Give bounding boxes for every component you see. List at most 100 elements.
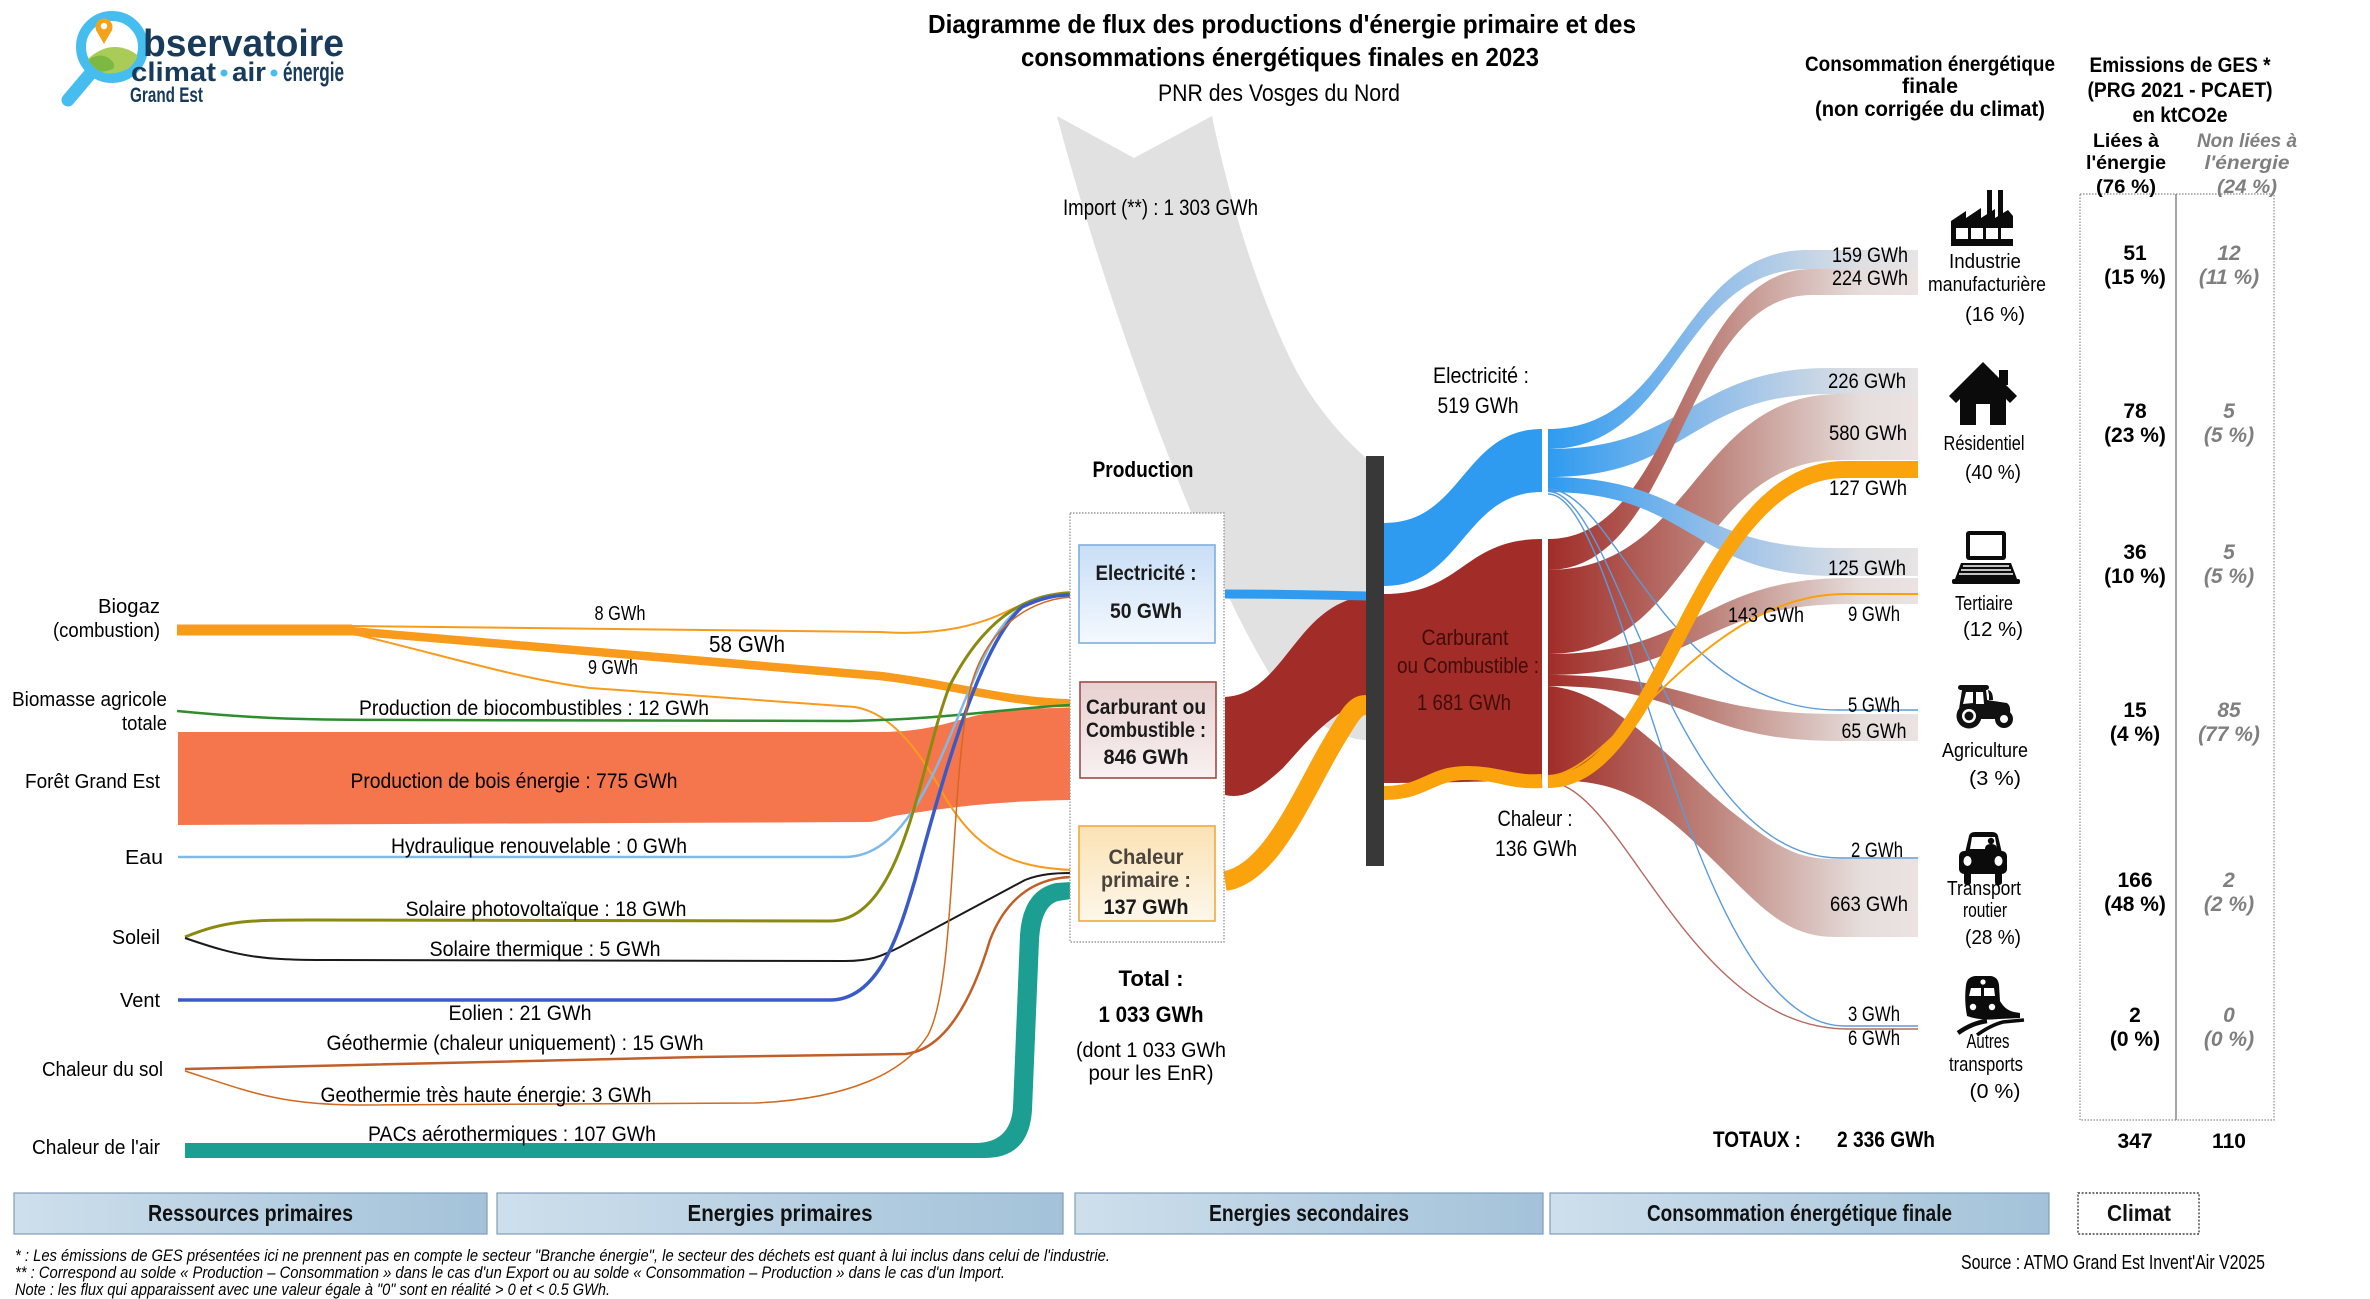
svg-text:143 GWh: 143 GWh xyxy=(1728,604,1804,627)
svg-text:Consommation énergétique final: Consommation énergétique finale xyxy=(1647,1200,1952,1226)
svg-text:36: 36 xyxy=(2123,541,2146,564)
svg-text:519 GWh: 519 GWh xyxy=(1438,393,1519,418)
svg-text:l'énergie: l'énergie xyxy=(2205,153,2290,174)
svg-text:Biogaz: Biogaz xyxy=(98,596,160,618)
svg-text:PNR des Vosges du Nord: PNR des Vosges du Nord xyxy=(1158,80,1400,107)
svg-text:Vent: Vent xyxy=(120,990,160,1012)
svg-text:65 GWh: 65 GWh xyxy=(1842,720,1907,743)
svg-text:Geothermie très haute énergie:: Geothermie très haute énergie: 3 GWh xyxy=(321,1084,652,1107)
svg-text:transports: transports xyxy=(1949,1054,2023,1076)
svg-text:Résidentiel: Résidentiel xyxy=(1944,433,2025,455)
svg-text:224 GWh: 224 GWh xyxy=(1832,267,1908,290)
svg-text:Solaire photovoltaïque : 18 G: Solaire photovoltaïque : 18 GWh xyxy=(406,898,687,921)
svg-text:5: 5 xyxy=(2223,400,2235,423)
svg-text:(5 %): (5 %) xyxy=(2204,565,2254,588)
svg-text:Note : les flux qui apparaisse: Note : les flux qui apparaissent avec un… xyxy=(15,1280,610,1299)
svg-text:Chaleur du sol: Chaleur du sol xyxy=(42,1059,163,1081)
svg-text:Climat: Climat xyxy=(2107,1200,2171,1226)
svg-text:Production de bois énergie :: Production de bois énergie : 775 GWh xyxy=(351,770,678,793)
svg-text:127 GWh: 127 GWh xyxy=(1829,477,1907,500)
svg-text:Total :: Total : xyxy=(1119,966,1184,991)
svg-text:(3 %): (3 %) xyxy=(1969,768,2021,790)
svg-text:Grand Est: Grand Est xyxy=(130,84,203,107)
svg-text:TOTAUX :: TOTAUX : xyxy=(1713,1127,1801,1152)
svg-text:2 GWh: 2 GWh xyxy=(1851,839,1903,862)
svg-text:159 GWh: 159 GWh xyxy=(1832,244,1908,267)
svg-text:(4 %): (4 %) xyxy=(2110,723,2160,746)
svg-text:routier: routier xyxy=(1963,900,2007,922)
svg-text:(40 %): (40 %) xyxy=(1965,462,2021,484)
svg-text:Source : ATMO Grand Est Invent: Source : ATMO Grand Est Invent'Air V2025 xyxy=(1961,1252,2265,1274)
svg-text:Hydraulique renouvelable : 0: Hydraulique renouvelable : 0 GWh xyxy=(391,835,687,858)
svg-text:(16 %): (16 %) xyxy=(1965,304,2025,326)
svg-text:totale: totale xyxy=(122,713,167,735)
svg-text:(76 %): (76 %) xyxy=(2096,177,2156,198)
svg-text:primaire :: primaire : xyxy=(1101,869,1191,892)
svg-text:pour les EnR): pour les EnR) xyxy=(1089,1062,1214,1085)
svg-text:Consommation énergétique: Consommation énergétique xyxy=(1805,53,2055,76)
svg-text:Géothermie (chaleur uniquement: Géothermie (chaleur uniquement) : 15 GWh xyxy=(327,1032,704,1055)
svg-text:Chaleur :: Chaleur : xyxy=(1498,806,1573,831)
svg-text:(28 %): (28 %) xyxy=(1965,927,2021,949)
svg-text:(5 %): (5 %) xyxy=(2204,424,2254,447)
svg-text:(dont 1 033 GWh: (dont 1 033 GWh xyxy=(1076,1039,1226,1062)
svg-text:(77 %): (77 %) xyxy=(2198,723,2260,746)
svg-text:** : Correspond au solde « Pro: ** : Correspond au solde « Production – … xyxy=(15,1263,1005,1282)
svg-text:15: 15 xyxy=(2123,699,2147,722)
svg-text:Non liées à: Non liées à xyxy=(2197,131,2297,152)
svg-text:Import (**) : 1 303 GWh: Import (**) : 1 303 GWh xyxy=(1063,195,1258,220)
svg-text:Chaleur: Chaleur xyxy=(1109,846,1184,869)
svg-text:Chaleur de l'air: Chaleur de l'air xyxy=(32,1137,160,1159)
svg-text:347: 347 xyxy=(2117,1130,2152,1153)
svg-text:(15 %): (15 %) xyxy=(2104,266,2166,289)
svg-text:(11 %): (11 %) xyxy=(2199,266,2259,289)
svg-text:9 GWh: 9 GWh xyxy=(588,657,638,679)
svg-text:consommations énergétiques fin: consommations énergétiques finales en 20… xyxy=(1021,42,1539,72)
svg-text:(combustion): (combustion) xyxy=(53,620,160,642)
svg-text:78: 78 xyxy=(2123,400,2147,423)
svg-text:580 GWh: 580 GWh xyxy=(1829,422,1907,445)
svg-text:(10 %): (10 %) xyxy=(2104,565,2166,588)
svg-text:Electricité :: Electricité : xyxy=(1096,562,1197,585)
svg-text:(24 %): (24 %) xyxy=(2217,177,2277,198)
svg-text:Energies secondaires: Energies secondaires xyxy=(1209,1200,1409,1226)
svg-text:(non corrigée du climat): (non corrigée du climat) xyxy=(1815,98,2045,121)
svg-text:Forêt Grand Est: Forêt Grand Est xyxy=(25,771,160,793)
svg-text:5 GWh: 5 GWh xyxy=(1848,694,1900,717)
svg-text:226 GWh: 226 GWh xyxy=(1828,370,1906,393)
svg-text:Diagramme de flux des producti: Diagramme de flux des productions d'éner… xyxy=(928,9,1636,39)
svg-text:50 GWh: 50 GWh xyxy=(1110,600,1182,623)
svg-text:(2 %): (2 %) xyxy=(2204,893,2254,916)
svg-text:137 GWh: 137 GWh xyxy=(1104,896,1189,919)
svg-text:bservatoire: bservatoire xyxy=(143,23,344,65)
svg-text:Energies primaires: Energies primaires xyxy=(688,1200,873,1226)
svg-text:(0 %): (0 %) xyxy=(2204,1028,2254,1051)
svg-text:85: 85 xyxy=(2217,699,2241,722)
svg-text:136 GWh: 136 GWh xyxy=(1495,836,1577,861)
svg-text:Industrie: Industrie xyxy=(1949,251,2021,273)
svg-text:6 GWh: 6 GWh xyxy=(1848,1027,1900,1050)
svg-text:Ressources primaires: Ressources primaires xyxy=(148,1200,353,1226)
svg-text:Emissions de GES *: Emissions de GES * xyxy=(2090,54,2272,77)
svg-text:(12 %): (12 %) xyxy=(1963,619,2023,641)
svg-text:(23 %): (23 %) xyxy=(2104,424,2166,447)
svg-text:Autres: Autres xyxy=(1967,1031,2010,1053)
svg-text:Liées à: Liées à xyxy=(2093,131,2159,152)
svg-text:ou Combustible :: ou Combustible : xyxy=(1397,653,1539,678)
svg-text:9 GWh: 9 GWh xyxy=(1848,603,1900,626)
svg-text:51: 51 xyxy=(2123,242,2147,265)
svg-text:Combustible :: Combustible : xyxy=(1086,719,1206,742)
svg-text:110: 110 xyxy=(2212,1130,2246,1153)
svg-text:2: 2 xyxy=(2222,869,2235,892)
svg-text:climat: climat xyxy=(131,57,216,87)
svg-text:Tertiaire: Tertiaire xyxy=(1955,593,2013,615)
svg-text:Biomasse agricole: Biomasse agricole xyxy=(12,689,167,711)
svg-text:846 GWh: 846 GWh xyxy=(1104,746,1189,769)
svg-text:en ktCO2e: en ktCO2e xyxy=(2133,104,2228,127)
svg-text:0: 0 xyxy=(2223,1004,2235,1027)
svg-text:* : Les émissions de GES prése: * : Les émissions de GES présentées ici … xyxy=(15,1246,1110,1265)
svg-text:Eolien : 21 GWh: Eolien : 21 GWh xyxy=(449,1002,592,1025)
svg-text:Solaire thermique : 5 GWh: Solaire thermique : 5 GWh xyxy=(430,938,661,961)
svg-text:Production de biocombustibles: Production de biocombustibles : 12 GWh xyxy=(359,697,709,720)
svg-text:Agriculture: Agriculture xyxy=(1942,740,2028,762)
